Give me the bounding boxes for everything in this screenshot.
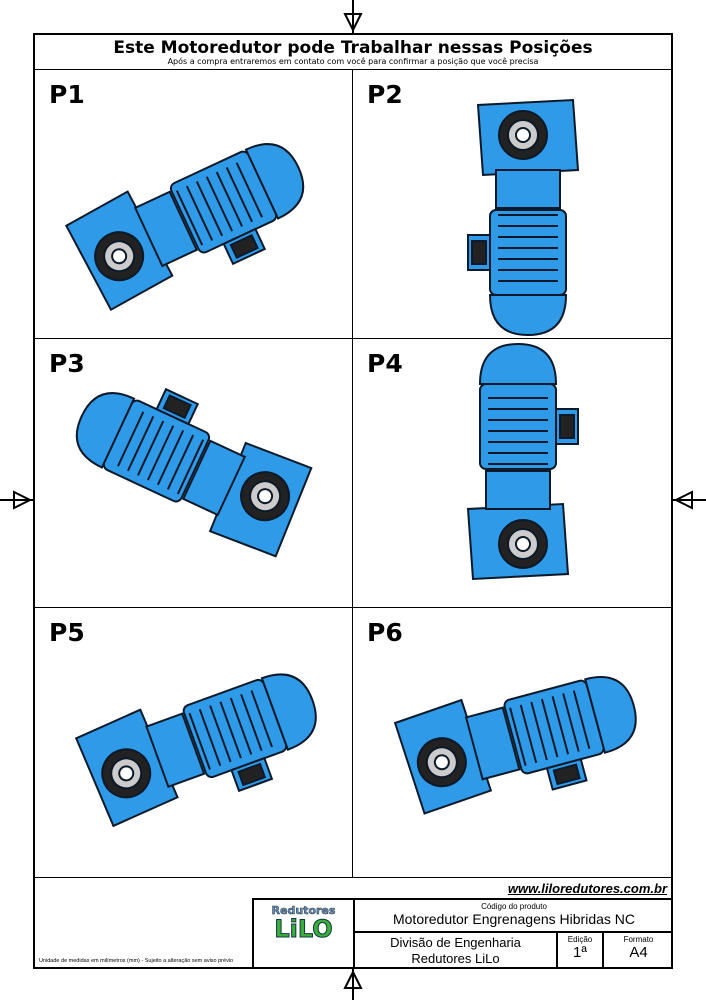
center-mark-bottom [343, 968, 363, 1000]
division-line1: Divisão de Engenharia [390, 935, 521, 950]
motor-image [74, 673, 317, 828]
motor-image [466, 342, 579, 581]
motor-body [182, 678, 288, 779]
position-cell-p1: P1 [35, 70, 353, 339]
product-code-label: Código do produto [481, 902, 547, 911]
format-label: Formato [623, 935, 654, 944]
title-block: Redutores LiLO Código do produto Motored… [252, 898, 673, 969]
position-label: P2 [367, 80, 403, 109]
motor-body [479, 383, 557, 470]
division: Divisão de Engenharia Redutores LiLo [355, 933, 558, 969]
header: Este Motoredutor pode Trabalhar nessas P… [35, 35, 671, 70]
position-label: P4 [367, 349, 403, 378]
edition: Edição 1ª [558, 933, 604, 969]
drawing-frame: Este Motoredutor pode Trabalhar nessas P… [33, 33, 673, 969]
center-mark-right [672, 490, 706, 510]
center-mark-left [0, 490, 34, 510]
position-label: P5 [49, 618, 85, 647]
positions-grid: P1 P2 P3 P4 P5 P6 [35, 70, 671, 878]
position-cell-p5: P5 [35, 608, 353, 878]
center-mark-top [343, 0, 363, 34]
format-value: A4 [629, 944, 648, 961]
edition-label: Edição [567, 935, 593, 944]
edition-value: 1ª [573, 944, 587, 961]
motor-image [75, 387, 313, 558]
position-label: P1 [49, 80, 85, 109]
format: Formato A4 [604, 933, 673, 969]
page-title: Este Motoredutor pode Trabalhar nessas P… [113, 38, 593, 58]
motor-image [393, 676, 637, 815]
logo-text-main: LiLO [274, 915, 333, 943]
units-note: Unidade de medidas em milímetros (mm) - … [39, 958, 234, 964]
position-cell-p3: P3 [35, 339, 353, 608]
website-link[interactable]: www.liloredutores.com.br [507, 881, 667, 896]
motor-image [64, 143, 305, 312]
motor-image [467, 98, 580, 337]
division-line2: Redutores LiLo [411, 951, 500, 966]
page-subtitle: Após a compra entraremos em contato com … [167, 57, 539, 66]
product-code: Código do produto Motoredutor Engrenagen… [355, 900, 673, 933]
logo-text-top: Redutores [271, 904, 336, 918]
position-label: P3 [49, 349, 85, 378]
motor-body [169, 150, 278, 254]
product-code-value: Motoredutor Engrenagens Hibridas NC [392, 911, 635, 927]
position-label: P6 [367, 618, 403, 647]
company-logo: Redutores LiLO [254, 900, 355, 969]
position-cell-p6: P6 [353, 608, 671, 878]
motor-body [489, 209, 567, 296]
position-cell-p2: P2 [353, 70, 671, 339]
position-cell-p4: P4 [353, 339, 671, 608]
